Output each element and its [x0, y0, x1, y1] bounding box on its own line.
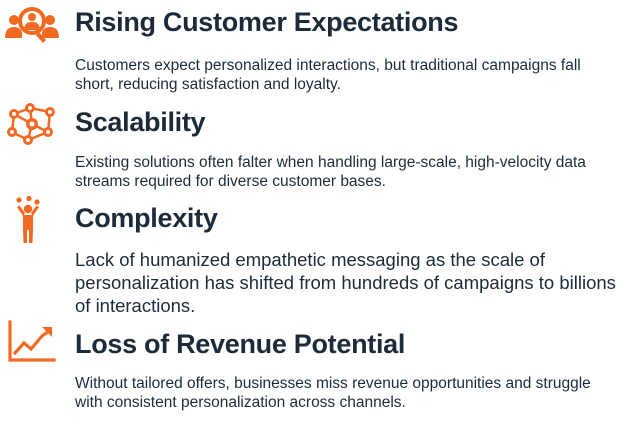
customer-search-icon	[4, 4, 60, 52]
trend-chart-icon	[4, 318, 60, 366]
section-title: Complexity	[75, 203, 218, 233]
section-body: Lack of humanized empathetic messaging a…	[75, 249, 616, 316]
section-body: Existing solutions often falter when han…	[75, 154, 586, 190]
section-title: Loss of Revenue Potential	[75, 329, 406, 359]
juggler-icon	[0, 196, 56, 244]
network-scale-icon	[4, 100, 60, 148]
section-title: Rising Customer Expectations	[75, 7, 459, 37]
section-title: Scalability	[75, 107, 206, 137]
section-body: Customers expect personalized interactio…	[75, 57, 581, 93]
section-body: Without tailored offers, businesses miss…	[75, 375, 591, 411]
